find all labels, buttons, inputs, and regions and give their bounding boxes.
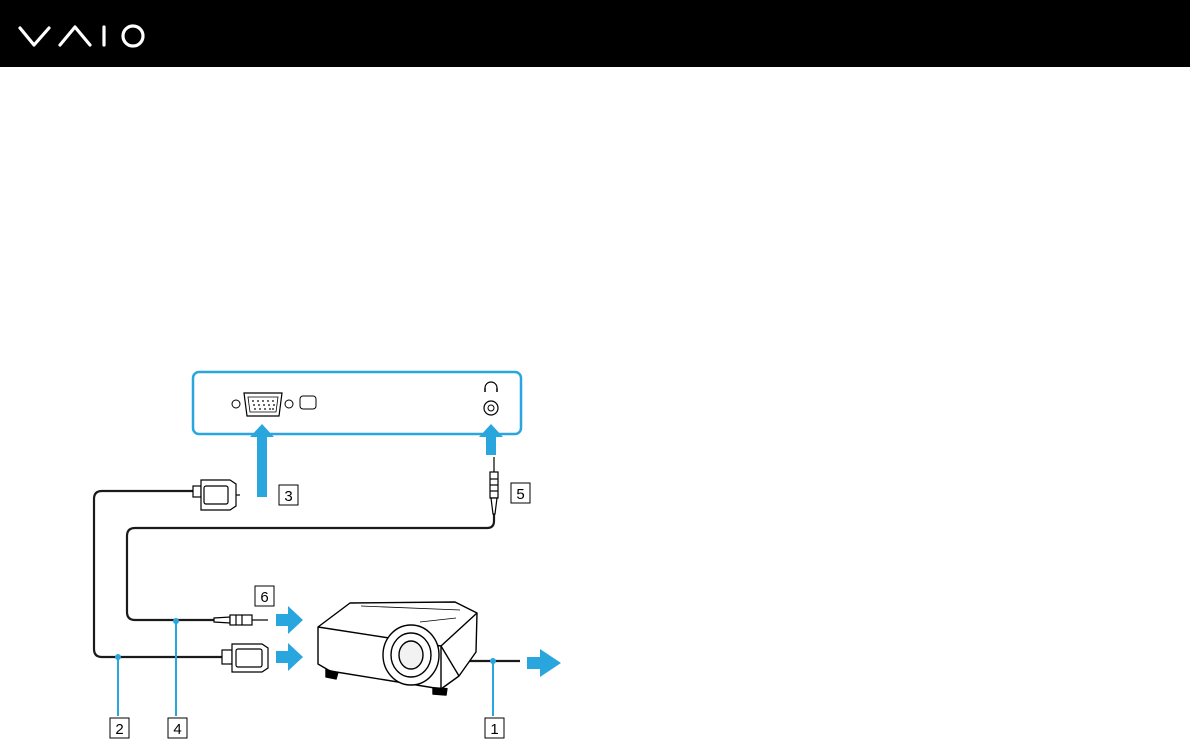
- svg-text:3: 3: [284, 488, 292, 505]
- callout-6: 6: [255, 586, 274, 606]
- callout-4: 4: [168, 718, 187, 738]
- display-cable: [94, 491, 222, 657]
- vga-connector-top: [193, 480, 240, 510]
- right-arrow-icon: [527, 649, 561, 677]
- right-arrow-icon: [276, 606, 303, 634]
- callout-2: 2: [110, 718, 129, 738]
- svg-text:4: 4: [173, 721, 181, 738]
- callout-1: 1: [485, 718, 504, 738]
- svg-text:6: 6: [260, 589, 268, 606]
- vga-connector-projector: [222, 644, 268, 672]
- up-arrow-icon: [250, 424, 274, 497]
- projector-illustration: [318, 602, 477, 695]
- audio-plug-top: [490, 457, 498, 514]
- callout-5: 5: [511, 483, 530, 503]
- right-arrow-icon: [276, 643, 303, 671]
- audio-plug-projector: [214, 615, 268, 625]
- svg-text:5: 5: [516, 486, 524, 503]
- svg-text:1: 1: [490, 721, 498, 738]
- callout-3: 3: [279, 485, 298, 505]
- computer-port-panel: [193, 372, 521, 434]
- svg-text:2: 2: [115, 721, 123, 738]
